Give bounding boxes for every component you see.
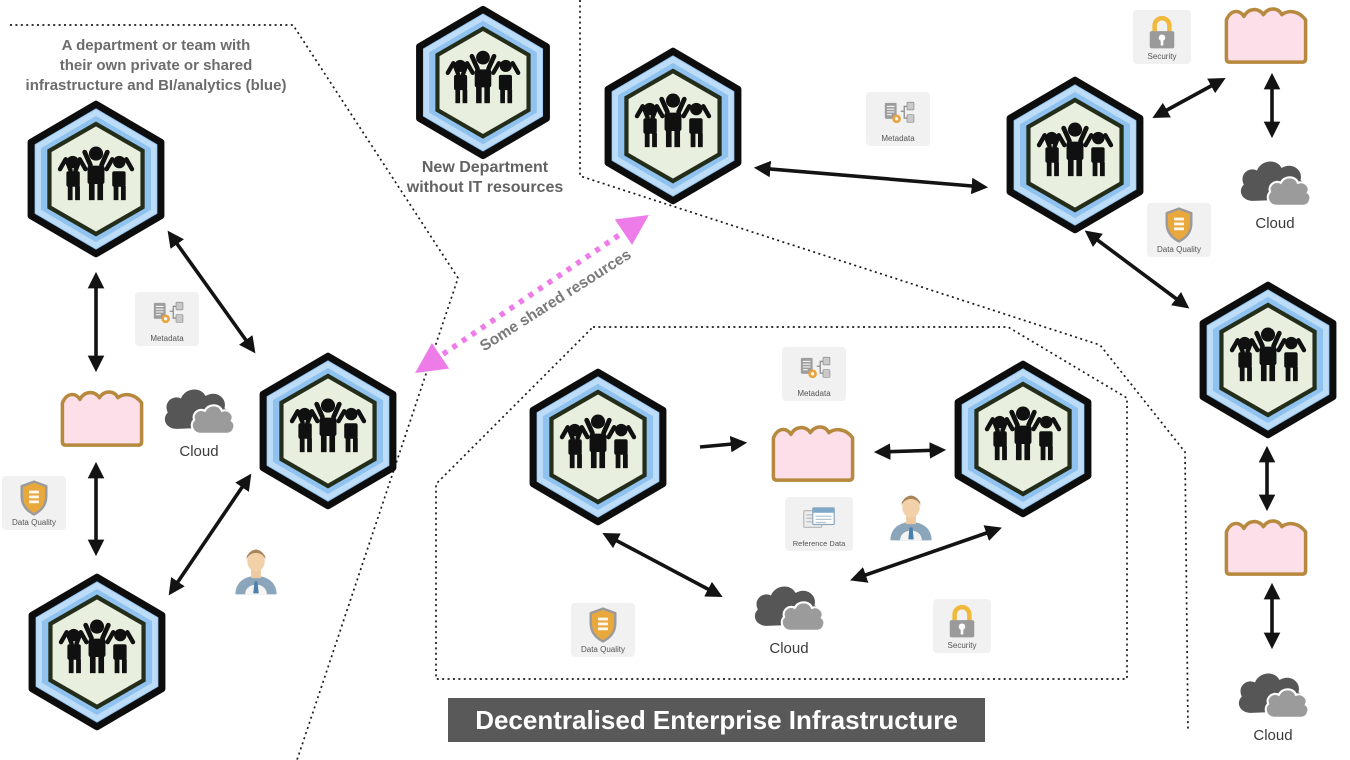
new-department-label-line: New Department: [421, 159, 549, 176]
arrow-cloud3-hex9: [850, 525, 1002, 583]
business-person-icon-left: [230, 542, 282, 597]
cloud-label: Cloud: [1255, 215, 1295, 232]
reference-data-icon: [801, 501, 837, 537]
security-badge-label: Security: [947, 641, 977, 650]
data-quality-badge-label: Data Quality: [580, 645, 626, 654]
hexagon-team-top-right: [1004, 76, 1146, 234]
hexagon-team-left-top: [25, 100, 167, 258]
arrow-hex2-hex3: [168, 473, 252, 596]
data-store-top-right: [1222, 2, 1310, 66]
left-region-note-line: infrastructure and BI/analytics (blue): [25, 77, 287, 94]
data-quality-shield-icon: [16, 480, 52, 516]
metadata-badge-label: Metadata: [150, 334, 184, 343]
data-quality-shield-icon: [1161, 207, 1197, 243]
arrow-hex8-store3: [699, 435, 748, 453]
business-person-icon-center: [885, 488, 937, 543]
security-lock-icon: [944, 603, 980, 639]
left-region-boundary: [10, 24, 459, 760]
shared-resources-arrow: [415, 214, 649, 374]
data-quality-badge-label: Data Quality: [1156, 245, 1202, 254]
metadata-icon: [796, 351, 832, 387]
reference-data-badge-label: Reference Data: [792, 539, 846, 548]
metadata-badge-left: Metadata: [135, 292, 199, 346]
data-store-left: [58, 385, 146, 449]
security-badge-label: Security: [1147, 52, 1177, 61]
security-lock-icon: [1144, 14, 1180, 50]
arrow-hex5-hex6: [753, 160, 989, 195]
hexagon-team-top-center: [602, 47, 744, 205]
arrow-hex1-hex2: [167, 230, 256, 354]
data-store-center: [769, 420, 857, 484]
new-department-label: New Department without IT resources: [392, 158, 578, 198]
hexagon-team-left-bottom: [26, 573, 168, 731]
cloud-top-right: Cloud: [1232, 150, 1318, 232]
new-department-label-line: without IT resources: [406, 179, 564, 196]
data-quality-shield-icon: [585, 607, 621, 643]
hexagon-team-center-left: [527, 368, 669, 526]
hexagon-new-department: [414, 5, 552, 160]
reference-data-badge: Reference Data: [785, 497, 853, 551]
security-badge-center: Security: [933, 599, 991, 653]
data-store-right: [1222, 514, 1310, 578]
metadata-badge-center: Metadata: [782, 347, 846, 401]
arrow-hex8-cloud3: [602, 533, 723, 597]
hexagon-team-right: [1197, 281, 1339, 439]
left-region-note-line: their own private or shared: [59, 57, 253, 74]
left-region-note: A department or team with their own priv…: [0, 36, 312, 96]
cloud-label: Cloud: [769, 640, 809, 657]
cloud-center: Cloud: [746, 575, 832, 657]
diagram-title: Decentralised Enterprise Infrastructure: [448, 698, 985, 742]
arrow-hex6-store2: [1152, 78, 1226, 118]
cloud-label: Cloud: [179, 443, 219, 460]
left-region-note-line: A department or team with: [61, 37, 251, 54]
top-right-region-boundary: [579, 0, 1189, 731]
metadata-badge-label: Metadata: [881, 134, 915, 143]
data-quality-badge-label: Data Quality: [11, 518, 57, 527]
metadata-badge-top-right: Metadata: [866, 92, 930, 146]
data-quality-badge-center: Data Quality: [571, 603, 635, 657]
data-quality-badge-top-right: Data Quality: [1147, 203, 1211, 257]
data-quality-badge-left: Data Quality: [2, 476, 66, 530]
cloud-left: Cloud: [156, 378, 242, 460]
cloud-label: Cloud: [1253, 727, 1293, 744]
cloud-bottom-right: Cloud: [1230, 662, 1316, 744]
arrow-hex6-hex7: [1084, 230, 1190, 309]
arrow-store3-hex9: [873, 442, 947, 460]
metadata-badge-label: Metadata: [797, 389, 831, 398]
security-badge-top-right: Security: [1133, 10, 1191, 64]
metadata-icon: [149, 296, 185, 332]
metadata-icon: [880, 96, 916, 132]
hexagon-team-left-middle: [257, 352, 399, 510]
hexagon-team-center-right: [952, 360, 1094, 518]
